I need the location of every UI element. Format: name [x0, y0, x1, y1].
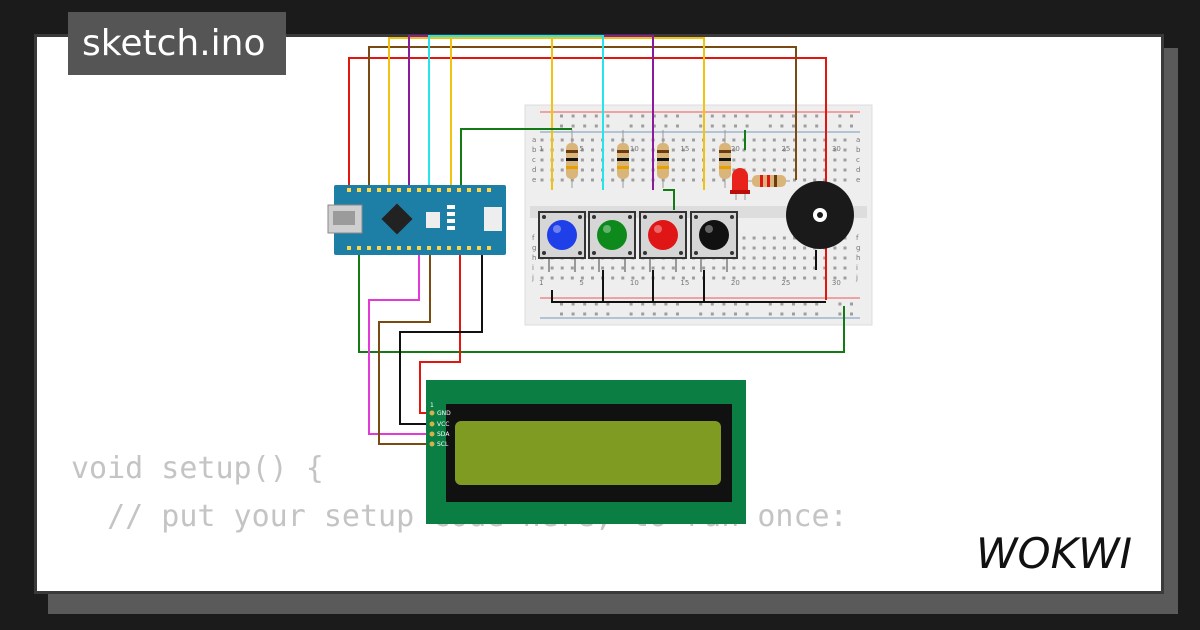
column-number-15-bottom: 15 — [680, 279, 689, 287]
wire-magenta — [368, 250, 431, 435]
row-label-b-right: b — [856, 146, 861, 154]
wire-black-btn1 — [551, 290, 826, 303]
row-label-b-left: b — [532, 146, 537, 154]
wire-cyan-1 — [428, 35, 604, 190]
column-number-20-top: 20 — [731, 145, 740, 153]
wire-black-bottom — [399, 250, 483, 425]
row-label-g-right: g — [856, 244, 860, 252]
row-label-g-left: g — [532, 244, 536, 252]
lcd-pin-gnd: GND — [437, 410, 451, 417]
row-label-d-left: d — [532, 166, 536, 174]
row-label-e-left: e — [532, 176, 536, 184]
pushbuttons — [538, 211, 738, 272]
column-number-30-top: 30 — [832, 145, 841, 153]
wokwi-logo: WOKWI — [976, 529, 1132, 578]
wire-red-top — [348, 57, 827, 300]
column-number-20-bottom: 20 — [731, 279, 740, 287]
row-label-c-right: c — [856, 156, 860, 164]
column-number-30-bottom: 30 — [832, 279, 841, 287]
column-number-25-top: 25 — [781, 145, 790, 153]
row-label-f-right: f — [856, 234, 859, 242]
resistors — [566, 130, 790, 188]
row-label-d-right: d — [856, 166, 860, 174]
column-number-25-bottom: 25 — [781, 279, 790, 287]
wire-brown-top — [368, 46, 797, 188]
resistor-3 — [657, 130, 669, 188]
row-label-h-left: h — [532, 254, 536, 262]
column-number-1-bottom: 1 — [539, 279, 543, 287]
row-label-a-left: a — [532, 136, 536, 144]
row-label-h-right: h — [856, 254, 860, 262]
wokwi-logo-text: WOKWI — [976, 529, 1132, 578]
wires — [348, 35, 845, 445]
wire-yellow-2 — [450, 37, 553, 190]
led-red — [730, 168, 750, 200]
pushbutton-black[interactable] — [690, 211, 738, 272]
resistor-led — [745, 175, 790, 187]
wire-brown-bottom — [378, 250, 431, 445]
wire-red-bottom — [419, 250, 461, 414]
wire-green-top — [460, 128, 572, 188]
column-number-15-top: 15 — [680, 145, 689, 153]
nano-pins — [347, 188, 491, 250]
lcd-pin1-label: 1 — [430, 402, 434, 409]
row-label-j-right: j — [855, 274, 858, 282]
resistor-4 — [719, 130, 731, 188]
row-label-e-right: e — [856, 176, 860, 184]
lcd-1602: 1 GND VCC SDA SCL — [426, 380, 746, 524]
lcd-pin-scl: SCL — [437, 441, 449, 448]
resistor-2 — [617, 130, 629, 188]
column-number-10-top: 10 — [630, 145, 639, 153]
column-number-10-bottom: 10 — [630, 279, 639, 287]
column-number-5-top: 5 — [579, 145, 583, 153]
row-label-i-right: i — [856, 264, 858, 272]
buzzer — [786, 181, 854, 249]
lcd-pin-vcc: VCC — [437, 421, 449, 428]
row-label-i-left: i — [532, 264, 534, 272]
pushbutton-blue[interactable] — [538, 211, 586, 272]
column-number-1-top: 1 — [539, 145, 543, 153]
column-number-5-bottom: 5 — [579, 279, 583, 287]
filename-tag: sketch.ino — [68, 12, 286, 75]
wire-green-bottom — [358, 250, 845, 353]
pushbutton-red[interactable] — [639, 211, 687, 272]
lcd-pin-sda: SDA — [437, 431, 450, 438]
row-label-j-left: j — [531, 274, 534, 282]
code-line-1: void setup() { — [71, 451, 324, 486]
row-label-c-left: c — [532, 156, 536, 164]
resistor-1 — [566, 130, 578, 188]
row-label-f-left: f — [532, 234, 535, 242]
row-label-a-right: a — [856, 136, 860, 144]
arduino-nano — [327, 185, 506, 255]
pushbutton-green[interactable] — [588, 211, 636, 272]
